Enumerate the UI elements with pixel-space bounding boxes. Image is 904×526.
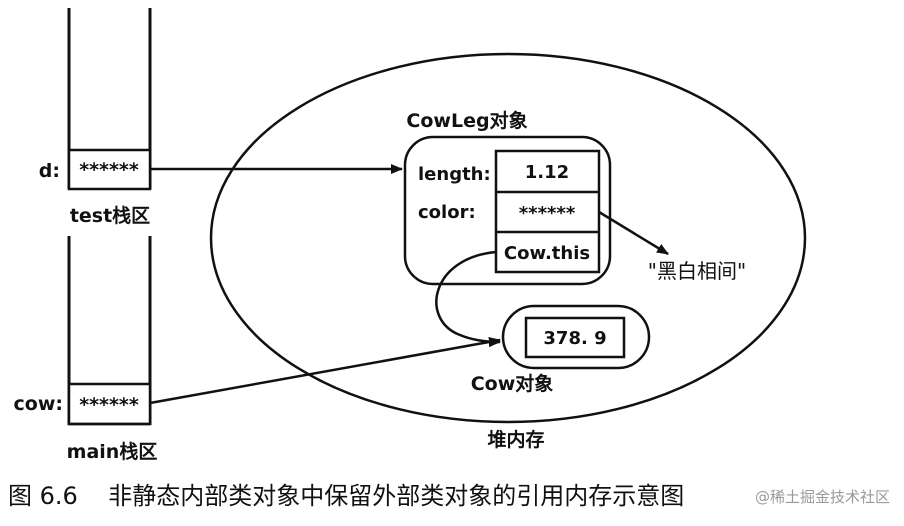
cowleg-field-label-length: length: [418,164,491,185]
cowleg-title: CowLeg对象 [406,109,527,132]
cowleg-frame [403,135,612,286]
cow-value-cell [524,316,626,359]
ref-arrow-color-to-string [598,210,669,256]
string-literal: "黑白相间" [648,259,746,283]
cow-frame [501,304,651,370]
ref-arrow-outer-this-to-cow [435,250,501,347]
watermark: @稀土掘金技术社区 [755,488,890,506]
cow-object: 378. 9 Cow对象 [471,304,651,395]
cowleg-field-value-length: 1.12 [525,162,569,183]
main-stack-label: main栈区 [67,440,158,463]
main-stack: ****** cow: main栈区 [14,236,158,463]
test-stack-label: test栈区 [70,204,150,227]
cowleg-field-value-color: ****** [519,203,576,224]
test-stack-cell-value: ****** [79,159,139,181]
ref-arrow-cow-to-cow-object [149,337,501,405]
heap-ellipse [209,52,807,424]
cow-value: 378. 9 [543,328,606,349]
test-stack: ****** d: test栈区 [39,8,152,227]
cowleg-field-label-color: color: [418,202,476,223]
cow-title: Cow对象 [471,372,554,395]
main-stack-cell-value: ****** [79,394,139,416]
cowleg-field-cells [494,149,601,274]
main-stack-var-label: cow: [14,393,63,415]
test-stack-cell [67,148,152,191]
figure-caption: 图 6.6 非静态内部类对象中保留外部类对象的引用内存示意图 [8,482,684,510]
cowleg-field-value-outer-ref: Cow.this [504,243,590,264]
heap-label: 堆内存 [487,428,544,451]
test-stack-var-label: d: [39,160,60,182]
cowleg-object: CowLeg对象 length: color: 1.12 ****** Cow.… [403,109,612,286]
